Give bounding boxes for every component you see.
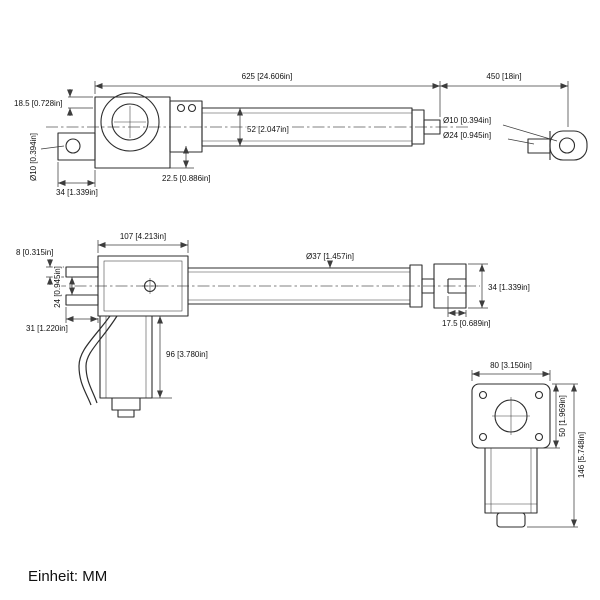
dim-motor-width: 50 [1.969in] — [558, 395, 567, 437]
front-fork — [433, 263, 467, 309]
housing-top-inner — [103, 260, 183, 312]
rear-mount-hole — [65, 138, 81, 154]
gear-circle-inner — [111, 103, 149, 141]
rear-fork-top — [65, 266, 99, 278]
dim-flange-width: 80 [3.150in] — [490, 361, 532, 370]
dim-clevis-width: 34 [1.339in] — [488, 283, 530, 292]
front-clevis — [549, 130, 588, 161]
rear-mount — [57, 132, 96, 161]
dim-fork-length: 31 [1.220in] — [26, 324, 68, 333]
dim-tube-height: 52 [2.047in] — [247, 125, 289, 134]
side-view — [46, 92, 588, 169]
motor-rear-cap — [496, 512, 526, 528]
flange-bolt-4 — [534, 432, 544, 442]
dim-clevis-slot-depth: 17.5 [0.689in] — [442, 319, 490, 328]
motor-body-end-view — [484, 447, 538, 514]
dim-tube-dia: Ø37 [1.457in] — [306, 252, 354, 261]
dim-total-length: 625 [24.606in] — [242, 72, 293, 81]
dim-top-offset: 18.5 [0.728in] — [14, 99, 62, 108]
dim-motor-length: 96 [3.780in] — [166, 350, 208, 359]
dim-total-height: 146 [5.748in] — [577, 432, 586, 478]
dim-rod-dia: Ø24 [0.945in] — [443, 131, 491, 140]
gearbox-housing — [94, 96, 171, 169]
power-cable-outer — [78, 315, 111, 406]
bracket-screw-1 — [176, 103, 186, 113]
flange-bolt-2 — [534, 390, 544, 400]
power-cable-inner — [85, 315, 118, 404]
side-view-dimensions: 625 [24.606in] 450 [18in] 18.5 [0.728in]… — [13, 71, 569, 198]
flange-bolt-1 — [478, 390, 488, 400]
flange-bolt-3 — [478, 432, 488, 442]
dim-mount-width: 34 [1.339in] — [56, 188, 98, 197]
top-view — [54, 255, 480, 418]
dim-fork-thickness: 8 [0.315in] — [16, 248, 53, 257]
gear-circle-outer — [100, 92, 160, 152]
unit-label: Einheit: MM — [28, 568, 107, 585]
motor-end-boss — [117, 409, 135, 418]
end-view-dimensions: 80 [3.150in] 50 [1.969in] 146 [5.748in] — [471, 360, 587, 528]
dim-extended-length: 450 [18in] — [486, 72, 521, 81]
bracket-screw-2 — [187, 103, 197, 113]
tube-bracket — [169, 100, 203, 153]
piston-rod — [423, 119, 441, 135]
dim-bottom-offset: 22.5 [0.886in] — [162, 174, 210, 183]
motor-end-cap — [111, 397, 141, 411]
clevis-rod-stub — [527, 138, 551, 154]
dim-housing-length: 107 [4.213in] — [120, 232, 166, 241]
top-view-dimensions: 107 [4.213in] Ø37 [1.457in] 8 [0.315in] … — [15, 231, 531, 399]
rear-fork-bottom — [65, 294, 99, 306]
dim-mount-hole-dia: Ø10 [0.394in] — [29, 133, 38, 181]
end-view — [471, 383, 551, 528]
dim-fork-gap: 24 [0.945in] — [53, 266, 62, 308]
front-clevis-hole — [558, 137, 576, 154]
dim-clevis-hole-dia: Ø10 [0.394in] — [443, 116, 491, 125]
